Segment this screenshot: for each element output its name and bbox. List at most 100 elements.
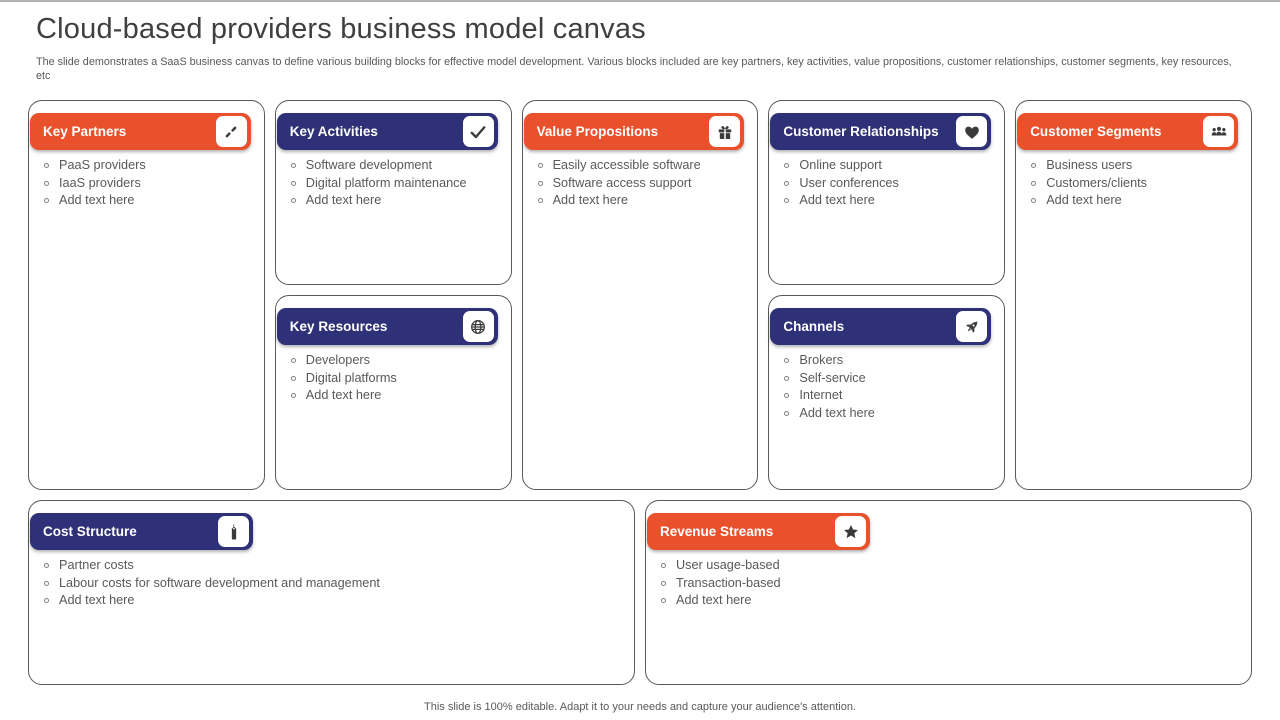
add-text-placeholder[interactable]: Add text here: [290, 387, 501, 405]
list-item: User conferences: [783, 175, 994, 193]
bullet-icon: [1031, 180, 1037, 186]
card-header-cost-structure: Cost Structure: [30, 513, 253, 550]
add-text-placeholder[interactable]: Add text here: [537, 192, 748, 210]
card-revenue-streams: Revenue Streams User usage-based Transac…: [645, 500, 1252, 685]
card-title: Customer Segments: [1030, 124, 1162, 139]
list-item: Internet: [783, 387, 994, 405]
bullet-icon: [661, 563, 666, 568]
card-title: Key Resources: [289, 319, 388, 334]
list-item-text: Software development: [305, 158, 433, 172]
bullet-icon: [44, 580, 49, 586]
list-item: Business users: [1030, 157, 1241, 175]
card-title: Revenue Streams: [660, 524, 774, 539]
bullet-icon: [537, 198, 543, 203]
add-text-placeholder[interactable]: Add text here: [783, 192, 994, 210]
card-header-key-activities: Key Activities: [276, 113, 498, 150]
list-item-text: Add text here: [59, 193, 135, 207]
bullet-icon: [290, 393, 296, 398]
bullet-icon: [44, 563, 49, 568]
bullet-icon: [44, 180, 49, 186]
bullet-icon: [661, 580, 666, 586]
bullet-icon: [290, 163, 296, 168]
card-customer-segments: Customer Segments Business users Custome…: [1015, 100, 1252, 490]
bullet-icon: [44, 198, 49, 203]
list-item: Labour costs for software development an…: [43, 575, 624, 593]
card-header-key-resources: Key Resources: [276, 308, 498, 345]
card-list: Brokers Self-service Internet Add text h…: [769, 296, 1004, 422]
add-text-placeholder[interactable]: Add text here: [1030, 192, 1241, 210]
card-list: Software development Digital platform ma…: [276, 101, 511, 210]
list-item-text: Digital platform maintenance: [305, 175, 467, 190]
list-item-text: Self-service: [799, 370, 866, 385]
add-text-placeholder[interactable]: Add text here: [660, 592, 1241, 610]
bullet-icon: [784, 358, 790, 363]
card-list: User usage-based Transaction-based Add t…: [646, 501, 1251, 610]
card-header-customer-relationships: Customer Relationships: [770, 113, 992, 150]
gift-icon: [709, 116, 741, 147]
heart-icon: [956, 116, 988, 147]
card-list: PaaS providers IaaS providers Add text h…: [29, 101, 264, 210]
slide-top-rule: [0, 0, 1280, 2]
list-item-text: IaaS providers: [59, 175, 141, 190]
bullet-icon: [784, 180, 790, 186]
card-title: Cost Structure: [43, 524, 137, 539]
list-item: IaaS providers: [43, 175, 254, 193]
bullet-icon: [784, 198, 790, 203]
users-icon: [1203, 116, 1234, 147]
list-item: Self-service: [783, 370, 994, 388]
add-text-placeholder[interactable]: Add text here: [43, 592, 624, 610]
card-list: Easily accessible software Software acce…: [523, 101, 758, 210]
bullet-icon: [1031, 198, 1037, 203]
list-item-text: Brokers: [799, 353, 844, 367]
card-title: Channels: [783, 319, 845, 334]
add-text-placeholder[interactable]: Add text here: [783, 405, 994, 423]
list-item-text: Customers/clients: [1046, 175, 1148, 190]
add-text-placeholder[interactable]: Add text here: [290, 192, 501, 210]
card-value-propositions: Value Propositions Easily accessible sof…: [521, 100, 759, 490]
list-item-text: Transaction-based: [676, 575, 781, 590]
list-item-text: Internet: [799, 388, 843, 402]
list-item-text: Business users: [1046, 158, 1133, 172]
card-customer-relationships: Customer Relationships Online support Us…: [768, 100, 1006, 285]
bullet-icon: [537, 180, 543, 186]
bullet-icon: [290, 180, 296, 186]
canvas-bottom-row: Cost Structure Partner costs Labour cost…: [28, 500, 1252, 685]
card-title: Key Activities: [289, 124, 378, 139]
list-item: Transaction-based: [660, 575, 1241, 593]
card-header-key-partners: Key Partners: [30, 113, 251, 150]
list-item-text: Add text here: [799, 405, 875, 420]
card-title: Value Propositions: [536, 124, 659, 139]
card-key-resources: Key Resources Developers Digital platfor…: [274, 295, 512, 490]
card-key-partners: Key Partners PaaS providers IaaS provide…: [28, 100, 265, 490]
list-item-text: PaaS providers: [59, 158, 146, 172]
card-header-value-propositions: Value Propositions: [523, 113, 745, 150]
link-icon: [215, 116, 247, 147]
add-text-placeholder[interactable]: Add text here: [43, 192, 254, 210]
list-item-text: Add text here: [305, 193, 382, 207]
list-item: PaaS providers: [43, 157, 254, 175]
list-item: User usage-based: [660, 557, 1241, 575]
list-item-text: Labour costs for software development an…: [59, 575, 380, 590]
bullet-icon: [537, 163, 543, 168]
bullet-icon: [44, 163, 49, 168]
list-item-text: Add text here: [305, 388, 382, 402]
list-item: Online support: [783, 157, 994, 175]
star-icon: [835, 516, 866, 547]
slide-description: The slide demonstrates a SaaS business c…: [36, 56, 1232, 82]
card-channels: Channels Brokers Self-service Internet A…: [768, 295, 1006, 490]
list-item: Brokers: [783, 352, 994, 370]
list-item-text: User conferences: [799, 175, 899, 190]
list-item-text: Add text here: [552, 193, 629, 207]
bullet-icon: [290, 198, 296, 203]
bullet-icon: [290, 358, 296, 363]
bullet-icon: [44, 598, 49, 603]
bullet-icon: [661, 598, 666, 603]
card-header-revenue-streams: Revenue Streams: [647, 513, 870, 550]
check-icon: [462, 116, 494, 147]
rocket-icon: [956, 311, 988, 342]
page-title: Cloud-based providers business model can…: [36, 13, 646, 45]
list-item: Partner costs: [43, 557, 624, 575]
list-item-text: Add text here: [59, 593, 135, 607]
bullet-icon: [784, 393, 790, 398]
card-header-channels: Channels: [770, 308, 992, 345]
